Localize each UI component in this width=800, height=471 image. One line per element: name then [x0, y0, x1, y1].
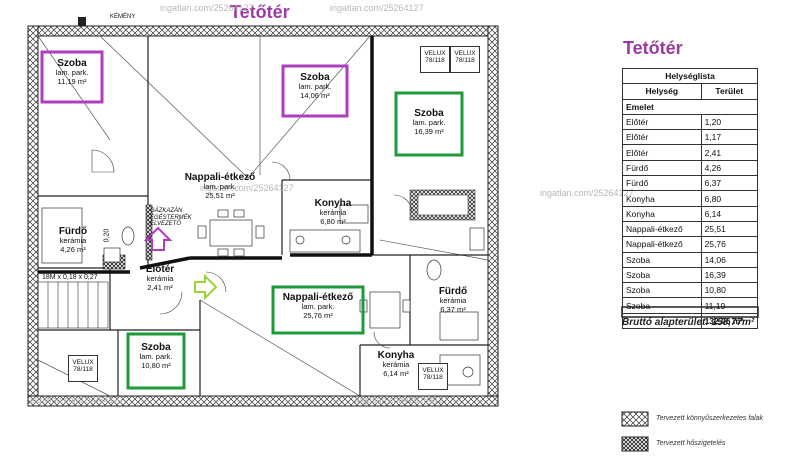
- furniture: [41, 204, 485, 386]
- arrows: [143, 226, 218, 301]
- watermark: ingatlan.com/25264127: [30, 395, 124, 405]
- staircase: [37, 281, 109, 329]
- col-room: Helység: [622, 83, 702, 100]
- velux-window: VELUX 78/118: [420, 46, 450, 73]
- main-walls: [38, 36, 374, 274]
- col-area: Terület: [700, 83, 759, 100]
- legend-swatches: [621, 411, 649, 452]
- door-swings: [91, 149, 413, 349]
- gas-note: GÁZKAZÁN ÉGÉSTERMÉK ELVEZETŐ: [150, 208, 192, 228]
- stair-label: 18M x 0,18 x 0,27: [42, 274, 98, 281]
- outer-walls: [27, 25, 499, 407]
- legend-insulation: Tervezett hőszigetelés: [656, 440, 726, 447]
- table-caption: Helységlista: [622, 67, 758, 85]
- chimney: [78, 17, 86, 26]
- table-group: Emelet: [622, 98, 758, 115]
- gross-area: Bruttó alapterület: 158,77m²: [622, 317, 755, 328]
- velux-window: VELUX 78/118: [68, 355, 98, 382]
- side-title: Tetőtér: [623, 38, 683, 58]
- legend-light-walls: Tervezett könnyűszerkezetes falak: [656, 415, 764, 422]
- velux-window: VELUX 78/118: [450, 46, 480, 73]
- watermark: ingatlan.com/25264127: [330, 3, 424, 13]
- watermark: ingatlan.com/25264127: [355, 395, 449, 405]
- dim-label: 0,20: [103, 228, 111, 243]
- watermark: ingatlan.com/25264127: [200, 183, 294, 193]
- watermark: ingatlan.com/25264127: [160, 3, 254, 13]
- table-total: 132,06 m²: [700, 312, 759, 330]
- velux-window: VELUX 78/118: [418, 363, 448, 390]
- watermark: ingatlan.com/25264127: [540, 188, 634, 198]
- room-highlights: [40, 50, 464, 390]
- chimney-label: KÉMÉNY: [110, 14, 136, 20]
